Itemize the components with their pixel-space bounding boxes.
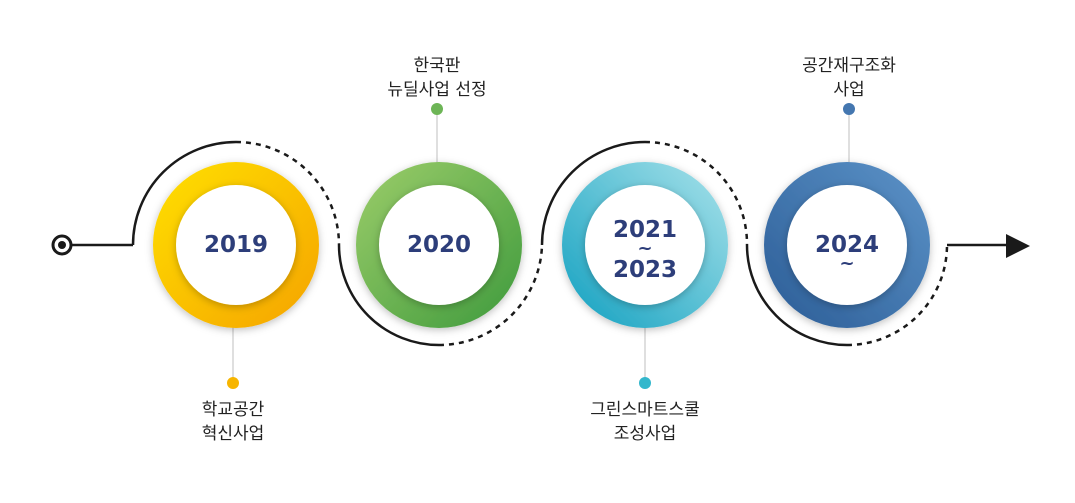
ring-inner-2020 xyxy=(379,185,499,305)
ring-inner-2019 xyxy=(176,185,296,305)
path-segment-7 xyxy=(745,244,848,347)
path-segment-5 xyxy=(540,140,646,246)
label-2020: 한국판 뉴딜사업 선정 xyxy=(337,54,537,102)
start-marker-dot xyxy=(58,241,66,249)
year-2021-2023: 2021 ~ 2023 xyxy=(575,217,715,283)
dot-2021 xyxy=(639,377,651,389)
label-2020-line1: 한국판 xyxy=(413,56,461,76)
label-2024-line1: 공간재구조화 xyxy=(802,56,896,76)
label-2024-line2: 사업 xyxy=(833,80,865,100)
year-2024-text: 2024 xyxy=(814,232,879,258)
dot-2024 xyxy=(843,103,855,115)
dot-2020 xyxy=(431,103,443,115)
year-2021-text: 2021 xyxy=(612,217,677,243)
year-2019: 2019 xyxy=(166,232,306,258)
year-2019-text: 2019 xyxy=(203,232,268,258)
arrow-head-icon xyxy=(1006,234,1030,258)
label-2019-line1: 학교공간 xyxy=(201,400,265,420)
year-2023-text: 2023 xyxy=(612,257,677,283)
label-2021-line2: 조성사업 xyxy=(613,424,677,444)
label-2019: 학교공간 혁신사업 xyxy=(133,398,333,446)
path-segment-8 xyxy=(846,244,949,347)
label-2021-line1: 그린스마트스쿨 xyxy=(590,400,700,420)
ring-inner-2021 xyxy=(585,185,705,305)
year-2024: 2024 ~ xyxy=(777,232,917,274)
path-segment-1 xyxy=(131,140,237,246)
label-2024: 공간재구조화 사업 xyxy=(749,54,949,102)
path-segment-3 xyxy=(337,244,440,347)
year-2020: 2020 xyxy=(369,232,509,258)
year-2024-tilde: ~ xyxy=(839,253,855,274)
label-2021: 그린스마트스쿨 조성사업 xyxy=(545,398,745,446)
year-range-tilde: ~ xyxy=(637,238,653,259)
path-segment-2 xyxy=(235,140,341,246)
dot-2019 xyxy=(227,377,239,389)
path-segment-4 xyxy=(438,244,544,347)
label-2019-line2: 혁신사업 xyxy=(201,424,265,444)
path-segment-6 xyxy=(644,140,749,246)
label-2020-line2: 뉴딜사업 선정 xyxy=(387,80,487,100)
year-2020-text: 2020 xyxy=(406,232,471,258)
ring-inner-2024 xyxy=(787,185,907,305)
